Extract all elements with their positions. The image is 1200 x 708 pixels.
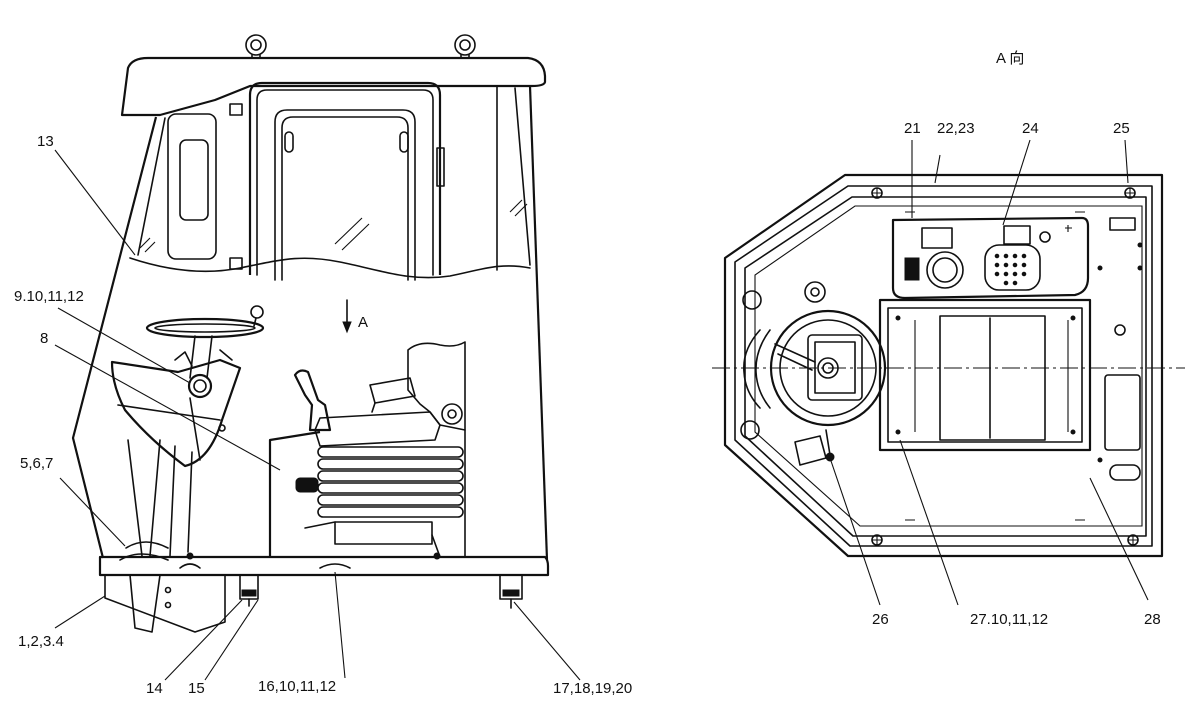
seat-plan xyxy=(878,298,1092,452)
steering-wheel xyxy=(145,305,265,339)
callout-14: 14 xyxy=(146,680,163,697)
callout-15: 15 xyxy=(188,680,205,697)
cab-mount-front xyxy=(239,574,259,607)
break-line xyxy=(129,257,531,279)
callout-16-10-11-12: 16,10,11,12 xyxy=(258,678,336,695)
right-panel-fittings xyxy=(905,211,1143,521)
plan-view-leaders xyxy=(829,139,1149,606)
steering-column xyxy=(174,335,233,399)
callout-22-23: 22,23 xyxy=(937,120,975,137)
cab-floor xyxy=(98,552,550,577)
throttle-lever-plan xyxy=(794,429,835,466)
pedals-and-levers xyxy=(119,439,193,561)
operator-seat xyxy=(268,341,466,558)
callout-26: 26 xyxy=(872,611,889,628)
view-direction-label: A xyxy=(358,314,368,331)
gauge-icon xyxy=(926,251,964,289)
keypad xyxy=(994,253,1027,286)
cab-roof xyxy=(120,56,547,117)
callout-5-6-7: 5,6,7 xyxy=(20,455,53,472)
steering-wheel-plan xyxy=(743,281,887,427)
cab-frame xyxy=(71,85,549,561)
steering-console xyxy=(110,358,242,468)
callout-17-18-19-20: 17,18,19,20 xyxy=(553,680,632,697)
door-hinges xyxy=(229,103,445,270)
callout-24: 24 xyxy=(1022,120,1039,137)
instrument-console xyxy=(891,216,1090,300)
lifting-eye-rear xyxy=(454,34,476,59)
plan-view-title: A 向 xyxy=(996,50,1024,67)
side-view-leaders xyxy=(54,149,581,681)
callout-1-2-3-4: 1,2,3.4 xyxy=(18,633,64,650)
cab-door xyxy=(248,81,442,281)
side-view: 13 9.10,11,12 8 5,6,7 1,2,3.4 14 15 16,1… xyxy=(14,34,632,697)
floor-lower-block xyxy=(104,574,226,633)
lifting-eye-front xyxy=(245,34,267,59)
cab-mount-rear xyxy=(499,574,523,609)
callout-28: 28 xyxy=(1144,611,1161,628)
callout-9-10-11-12: 9.10,11,12 xyxy=(14,288,84,305)
grab-handle xyxy=(167,113,217,260)
corner-bolts xyxy=(740,187,1139,546)
callout-21: 21 xyxy=(904,120,921,137)
seat-suspension-bellows xyxy=(317,446,464,518)
callout-8: 8 xyxy=(40,330,48,347)
cab-floor-outline xyxy=(723,173,1164,558)
callout-25: 25 xyxy=(1113,120,1130,137)
view-direction-arrow xyxy=(342,299,352,334)
callout-27-10-11-12: 27.10,11,12 xyxy=(970,611,1048,628)
plan-view: A 向 xyxy=(712,50,1185,628)
callout-13: 13 xyxy=(37,133,54,150)
